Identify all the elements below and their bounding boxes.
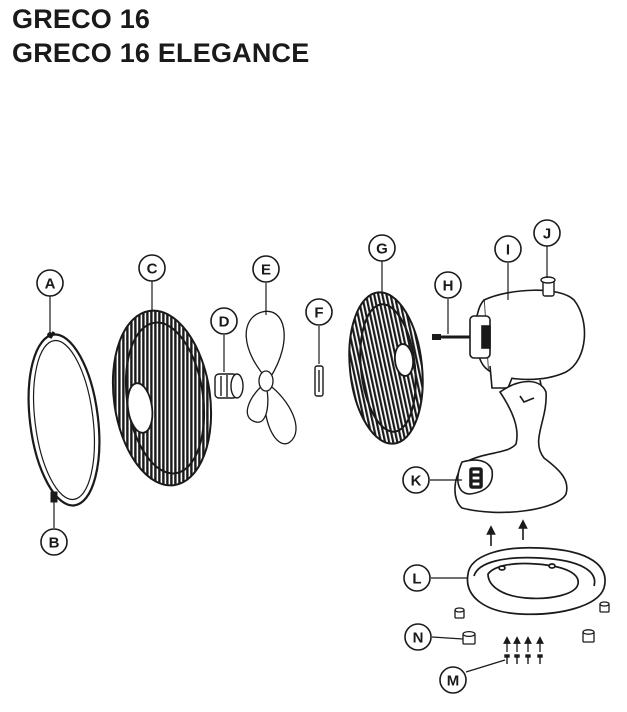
callout-C: C: [138, 254, 166, 282]
foot-right-back: [599, 601, 610, 613]
callout-H: H: [434, 271, 462, 299]
part-blade: [245, 310, 297, 445]
assembly-arrows-lower: [503, 636, 544, 652]
callout-N: N: [404, 623, 432, 651]
callout-M: M: [439, 666, 467, 694]
model-title: GRECO 16: [12, 4, 151, 34]
svg-text:E: E: [261, 262, 271, 279]
svg-text:M: M: [447, 673, 460, 690]
svg-text:H: H: [443, 278, 454, 295]
speed-control-buttons: [471, 469, 481, 487]
part-base: [466, 546, 606, 616]
callout-J: J: [533, 219, 561, 247]
svg-text:J: J: [543, 226, 551, 243]
svg-text:B: B: [49, 535, 60, 552]
svg-text:D: D: [219, 314, 230, 331]
svg-text:F: F: [314, 305, 323, 322]
svg-text:C: C: [147, 261, 158, 278]
callout-L: L: [403, 564, 431, 592]
callout-A: A: [36, 269, 64, 297]
callout-E: E: [252, 255, 280, 283]
part-ring: [27, 331, 101, 507]
svg-text:G: G: [376, 241, 388, 258]
part-screws: [504, 654, 543, 664]
svg-text:I: I: [506, 242, 510, 259]
foot-left-back: [454, 607, 465, 619]
assembly-arrows-upper: [486, 519, 528, 546]
foot-left-front: [462, 630, 476, 645]
screw: [537, 654, 543, 664]
foot-right-front: [582, 629, 595, 643]
model-title-elegance: GRECO 16 ELEGANCE: [12, 38, 310, 68]
part-spinner: [314, 365, 324, 397]
svg-text:A: A: [45, 276, 56, 293]
screw: [504, 654, 510, 664]
part-front-grille: [348, 291, 424, 445]
screw: [514, 654, 520, 664]
callout-K: K: [402, 466, 430, 494]
svg-text:L: L: [412, 571, 421, 588]
part-oscillation-knob: [540, 276, 556, 297]
part-rear-grille: [111, 309, 213, 487]
svg-text:K: K: [411, 473, 422, 490]
leader-lines: [47, 246, 548, 673]
part-feet: [454, 601, 610, 645]
part-rear-nut: [214, 373, 244, 399]
callout-G: G: [368, 234, 396, 262]
callout-B: B: [40, 528, 68, 556]
screw: [525, 654, 531, 664]
part-column-body: [454, 380, 568, 514]
callout-D: D: [210, 307, 238, 335]
callout-F: F: [305, 298, 333, 326]
callout-I: I: [494, 235, 522, 263]
svg-text:N: N: [413, 630, 424, 647]
part-motor-housing: [469, 289, 586, 393]
